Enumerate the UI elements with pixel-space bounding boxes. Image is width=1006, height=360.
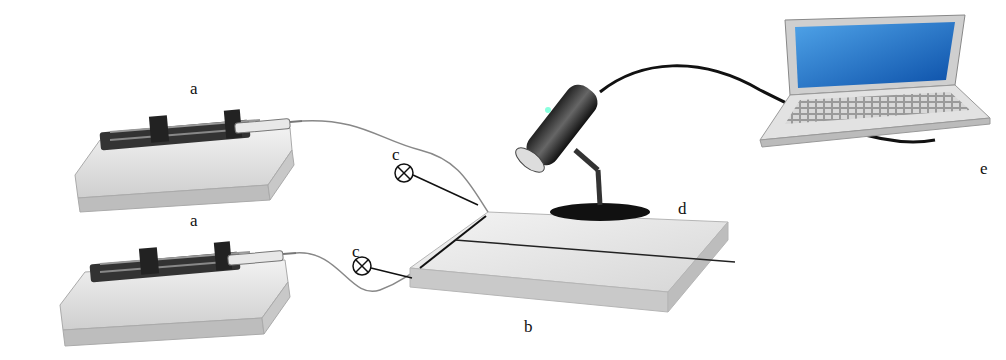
part-label: d [678,200,687,217]
tubing [302,121,490,215]
part-label: b [524,318,533,335]
part-label: c [392,146,400,163]
part-label: a [190,212,198,229]
microfluidic-chip [410,212,735,312]
valve-symbol [353,164,478,278]
part-label: e [980,160,988,177]
syringe-pump [60,241,296,346]
laptop [760,15,990,147]
syringe-pump [75,109,302,212]
part-label: c [352,243,360,260]
part-label: a [190,80,198,97]
